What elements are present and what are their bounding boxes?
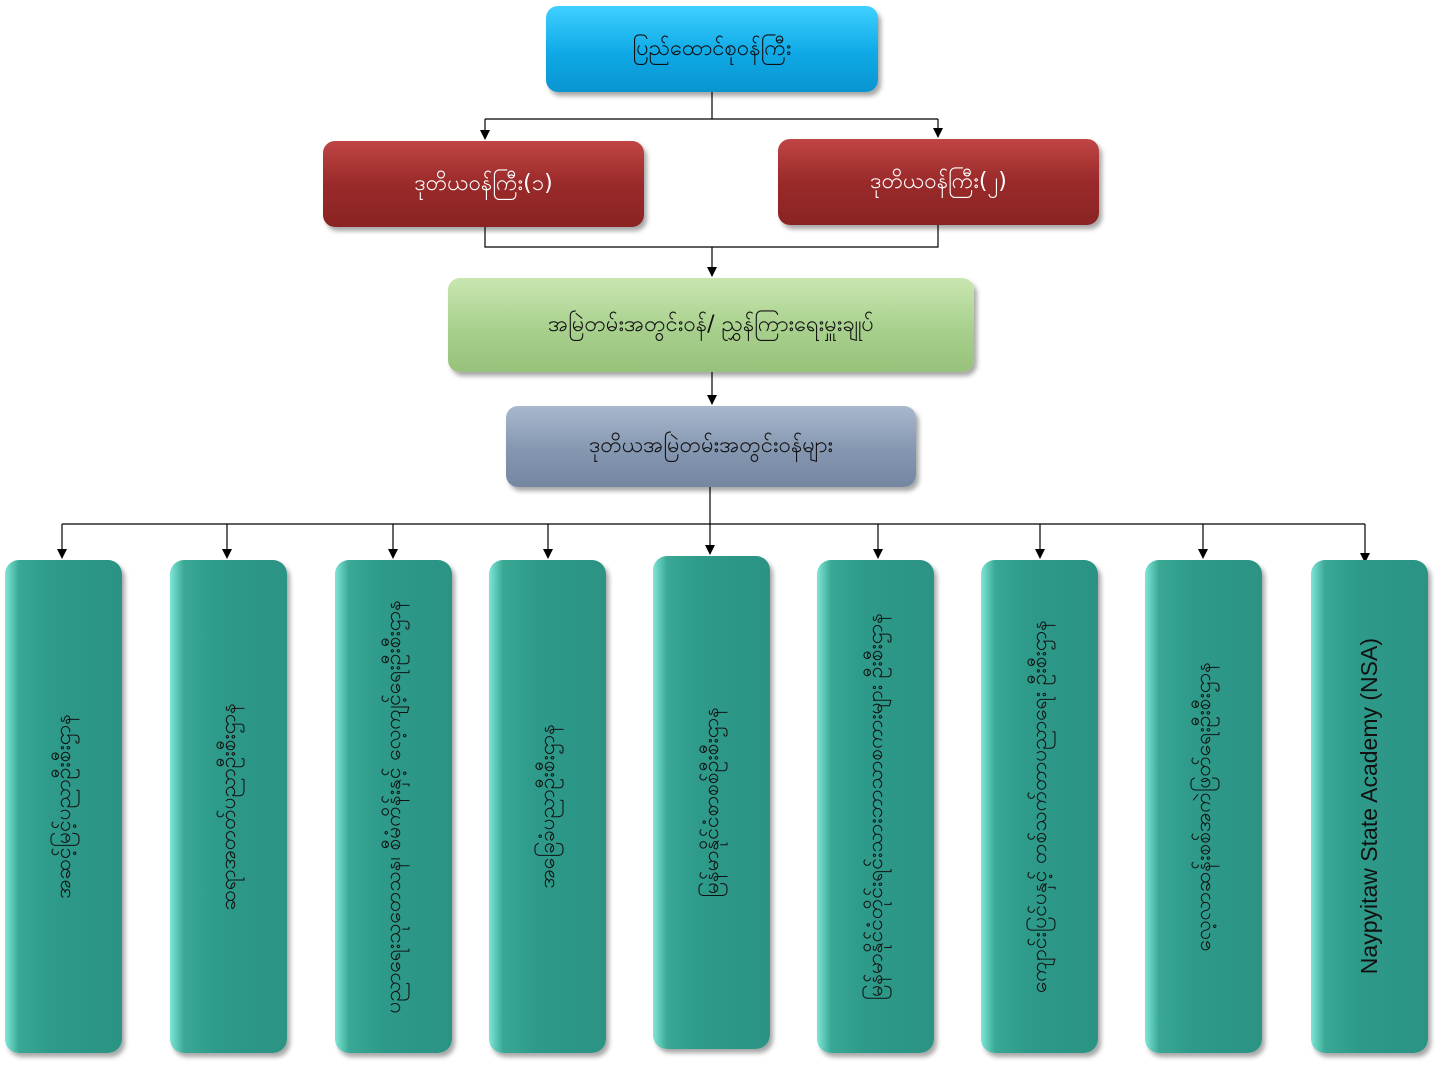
deputy-minister-2-box: ဒုတိယဝန်ကြီး(၂): [778, 139, 1099, 225]
deputy-permanent-secretaries-label: ဒုတိယအမြဲတမ်းအတွင်းဝန်များ: [588, 433, 834, 458]
department-label: ပညာရေးသုတေသန၊ စီမံကိန်းနှင့် လေ့ကျင့်ရေး…: [380, 599, 405, 1014]
department-label: အဆင့်မြင့်ပညာဦးစီးဌာန: [50, 714, 75, 899]
department-box: ဆရာအတတ်ပညာဦးစီးဌာန: [170, 560, 287, 1053]
department-box: မြန်မာနိုင်ငံတိုင်းရင်းသားဘာသာစကားများ ဦ…: [817, 560, 934, 1053]
department-box: လေ့လာဆန်းစစ်အကဲဖြတ်ရေးဦးစီးဌာန: [1145, 560, 1262, 1053]
department-box: Naypyitaw State Academy (NSA): [1311, 560, 1428, 1053]
department-box: ပညာရေးသုတေသန၊ စီမံကိန်းနှင့် လေ့ကျင့်ရေး…: [335, 560, 452, 1053]
deputy-minister-2-label: ဒုတိယဝန်ကြီး(၂): [870, 168, 1007, 194]
department-label: ဆရာအတတ်ပညာဦးစီးဌာန: [215, 702, 240, 911]
department-label: လေ့လာဆန်းစစ်အကဲဖြတ်ရေးဦးစီးဌာန: [1190, 661, 1215, 952]
department-label: မြန်မာနိုင်ငံစာစစ်ဦးစီးဌာန: [698, 707, 723, 898]
deputy-permanent-secretaries-box: ဒုတိယအမြဲတမ်းအတွင်းဝန်များ: [506, 406, 916, 487]
deputy-minister-1-box: ဒုတိယဝန်ကြီး(၁): [323, 141, 644, 227]
department-label: အခြေခံပညာဦးစီးဌာန: [534, 724, 559, 889]
union-minister-label: ပြည်ထောင်စုဝန်ကြီး: [632, 35, 792, 61]
department-label: မြန်မာနိုင်ငံတိုင်းရင်းသားဘာသာစကားများ ဦ…: [862, 612, 887, 1001]
department-box: အခြေခံပညာဦးစီးဌာန: [489, 560, 606, 1053]
department-label: ကျောင်းပြင်ပနှင့် တစ်သက်တာပညာရေး ဦးစီးဌာ…: [1026, 619, 1051, 994]
department-box: ကျောင်းပြင်ပနှင့် တစ်သက်တာပညာရေး ဦးစီးဌာ…: [981, 560, 1098, 1053]
union-minister-box: ပြည်ထောင်စုဝန်ကြီး: [546, 6, 878, 92]
department-label: Naypyitaw State Academy (NSA): [1356, 638, 1383, 975]
department-box: မြန်မာနိုင်ငံစာစစ်ဦးစီးဌာန: [653, 556, 770, 1049]
department-box: အဆင့်မြင့်ပညာဦးစီးဌာန: [5, 560, 122, 1053]
permanent-secretary-label: အမြဲတမ်းအတွင်းဝန်/ ညွှန်ကြားရေးမှူးချုပ်: [548, 311, 874, 337]
permanent-secretary-box: အမြဲတမ်းအတွင်းဝန်/ ညွှန်ကြားရေးမှူးချုပ်: [448, 278, 974, 372]
deputy-minister-1-label: ဒုတိယဝန်ကြီး(၁): [414, 170, 553, 196]
